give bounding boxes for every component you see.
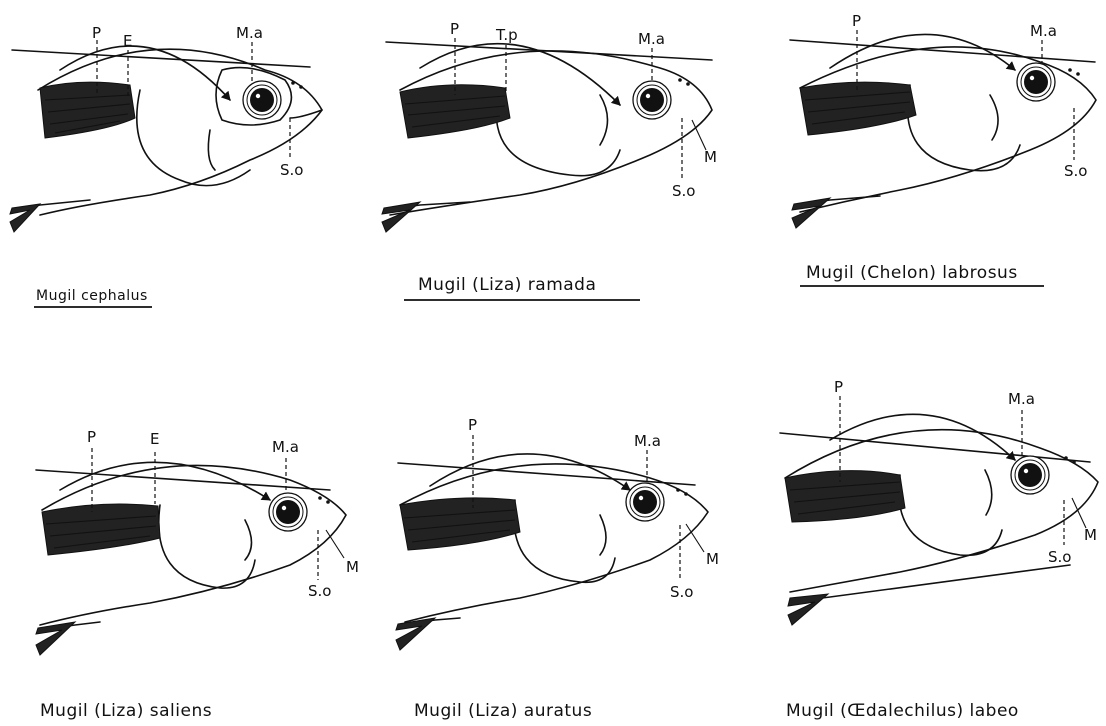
panel-mugil-oedalechilus-labeo: P M.a S.o M Mugil (Œdalechilus) labeo: [780, 378, 1098, 721]
label-p: P: [834, 378, 843, 396]
panel-mugil-liza-saliens: P E M.a M S.o Mugil (Liza) saliens: [36, 428, 359, 721]
label-m: M: [704, 148, 717, 166]
label-p: P: [450, 20, 459, 38]
label-ma: M.a: [634, 432, 661, 450]
label-so: S.o: [1064, 162, 1087, 180]
label-ma: M.a: [272, 438, 299, 456]
panel-mugil-cephalus: P E M.a S.o Mugil cephalus: [10, 24, 322, 307]
panel-mugil-chelon-labrosus: P M.a S.o Mugil (Chelon) labrosus: [790, 12, 1096, 286]
label-ma: M.a: [1030, 22, 1057, 40]
label-ma: M.a: [236, 24, 263, 42]
label-e: E: [150, 430, 159, 448]
label-so: S.o: [308, 582, 331, 600]
caption: Mugil (Liza) ramada: [418, 275, 596, 295]
label-m: M: [1084, 526, 1097, 544]
label-so: S.o: [672, 182, 695, 200]
panel-mugil-liza-ramada: P T.p M.a M S.o Mugil (Liza) ramada: [382, 20, 717, 300]
caption: Mugil (Œdalechilus) labeo: [786, 701, 1019, 721]
label-so: S.o: [280, 161, 303, 179]
label-p: P: [852, 12, 861, 30]
label-ma: M.a: [638, 30, 665, 48]
caption: Mugil (Liza) saliens: [40, 701, 212, 721]
label-e: E: [123, 32, 132, 50]
label-so: S.o: [670, 583, 693, 601]
label-so: S.o: [1048, 548, 1071, 566]
label-p: P: [468, 416, 477, 434]
caption: Mugil cephalus: [36, 288, 148, 304]
label-tp: T.p: [495, 26, 518, 44]
panel-mugil-liza-auratus: P M.a M S.o Mugil (Liza) auratus: [396, 416, 719, 721]
label-m: M: [706, 550, 719, 568]
label-m: M: [346, 558, 359, 576]
label-p: P: [87, 428, 96, 446]
caption: Mugil (Liza) auratus: [414, 701, 592, 721]
label-p: P: [92, 24, 101, 42]
label-ma: M.a: [1008, 390, 1035, 408]
caption: Mugil (Chelon) labrosus: [806, 263, 1018, 283]
